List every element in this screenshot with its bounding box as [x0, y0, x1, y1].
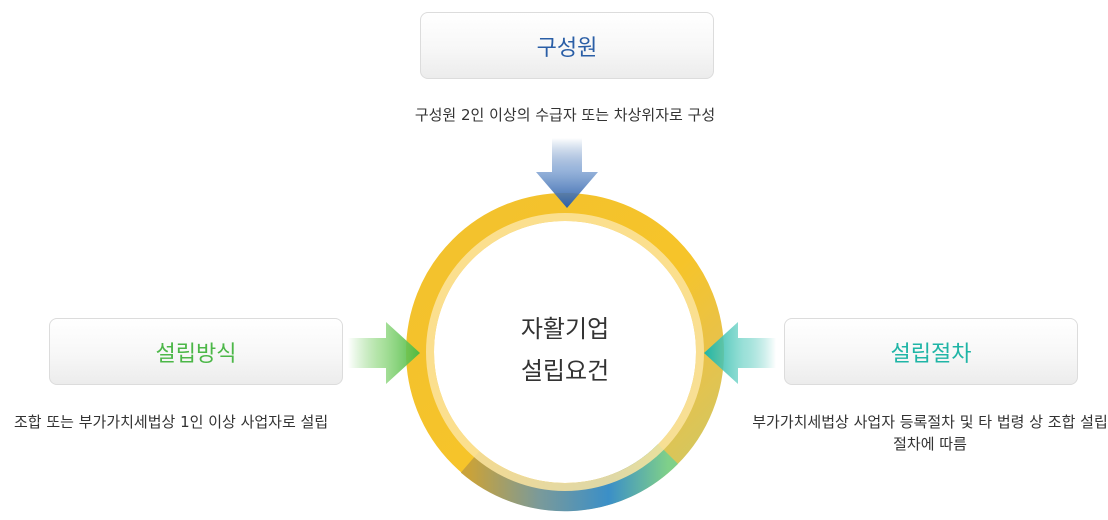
node-members-box: 구성원	[420, 12, 714, 79]
node-members-description: 구성원 2인 이상의 수급자 또는 차상위자로 구성	[414, 106, 716, 124]
node-members-title: 구성원	[536, 35, 598, 61]
arrow-right-icon	[348, 322, 420, 384]
node-procedure-box: 설립절차	[784, 318, 1078, 385]
ring-bottom-segment	[460, 443, 678, 512]
node-method-title: 설립방식	[155, 341, 237, 367]
ring-center-disc	[437, 224, 693, 480]
ring-inner-band	[426, 213, 704, 491]
node-procedure-title: 설립절차	[890, 341, 972, 367]
node-method-box: 설립방식	[49, 318, 343, 385]
arrow-down-icon	[536, 138, 598, 208]
node-method-description: 조합 또는 부가가치세법상 1인 이상 사업자로 설립	[14, 413, 329, 431]
center-title-line-2: 설립요건	[520, 357, 610, 385]
arrow-left-icon	[704, 322, 776, 384]
center-title-line-1: 자활기업	[520, 315, 610, 343]
node-procedure-description: 부가가치세법상 사업자 등록절차 및 타 법령 상 조합 설립 절차에 따름	[752, 413, 1108, 453]
